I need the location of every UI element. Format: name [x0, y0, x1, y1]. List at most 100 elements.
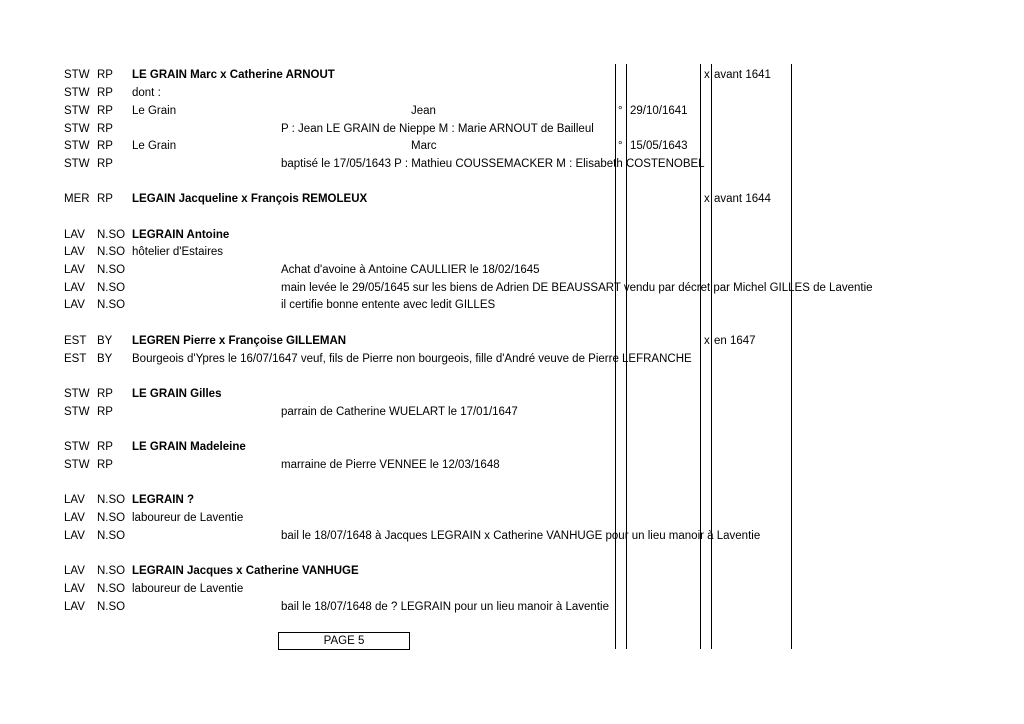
record-name: laboureur de Laventie: [132, 583, 244, 595]
birth-symbol: °: [618, 105, 623, 117]
given-name: Marc: [411, 140, 437, 152]
source-code: BY: [97, 353, 113, 365]
record-name: LE GRAIN Marc x Catherine ARNOUT: [132, 69, 335, 81]
place-code: LAV: [64, 512, 85, 524]
place-code: EST: [64, 335, 87, 347]
record-row: STW RP P : Jean LE GRAIN de Nieppe M : Mar…: [0, 120, 1024, 138]
place-code: STW: [64, 140, 90, 152]
record-row: LAV N.SO LEGRAIN Jacques x Catherine VANHU…: [0, 562, 1024, 580]
birth-symbol: °: [618, 140, 623, 152]
record-date: 29/10/1641: [630, 105, 688, 117]
place-code: STW: [64, 105, 90, 117]
given-name: Jean: [411, 105, 436, 117]
record-name: Le Grain: [132, 140, 177, 152]
source-code: N.SO: [97, 530, 126, 542]
source-code: RP: [97, 459, 113, 471]
place-code: STW: [64, 158, 90, 170]
source-code: N.SO: [97, 229, 126, 241]
source-code: RP: [97, 441, 113, 453]
record-row: LAV N.SO hôtelier d'Estaires: [0, 243, 1024, 261]
source-code: RP: [97, 105, 113, 117]
marriage-mark: x: [704, 335, 710, 347]
place-code: STW: [64, 69, 90, 81]
place-code: STW: [64, 123, 90, 135]
source-code: N.SO: [97, 299, 126, 311]
record-note: Achat d'avoine à Antoine CAULLIER le 18/…: [281, 264, 540, 276]
column-rule: [791, 64, 792, 649]
record-name: Le Grain: [132, 105, 177, 117]
source-code: RP: [97, 158, 113, 170]
record-note: parrain de Catherine WUELART le 17/01/16…: [281, 406, 518, 418]
record-name: Bourgeois d'Ypres le 16/07/1647 veuf, fi…: [132, 353, 692, 365]
place-code: LAV: [64, 530, 85, 542]
record-name: LEGRAIN Jacques x Catherine VANHUGE: [132, 565, 359, 577]
marriage-date: en 1647: [714, 335, 756, 347]
marriage-date: avant 1641: [714, 69, 771, 81]
record-row: STW RP Le Grain Jean ° 29/10/1641: [0, 102, 1024, 120]
record-note: P : Jean LE GRAIN de Nieppe M : Marie AR…: [281, 123, 594, 135]
column-rule: [626, 64, 627, 649]
record-row: STW RP LE GRAIN Madeleine: [0, 438, 1024, 456]
record-row: EST BY Bourgeois d'Ypres le 16/07/1647 veu…: [0, 350, 1024, 368]
source-code: N.SO: [97, 583, 126, 595]
place-code: STW: [64, 388, 90, 400]
record-name: LEGREN Pierre x Françoise GILLEMAN: [132, 335, 347, 347]
place-code: LAV: [64, 583, 85, 595]
record-date: 15/05/1643: [630, 140, 688, 152]
record-note: il certifie bonne entente avec ledit GIL…: [281, 299, 496, 311]
source-code: RP: [97, 193, 113, 205]
record-row: LAV N.SO laboureur de Laventie: [0, 580, 1024, 598]
marriage-date: avant 1644: [714, 193, 771, 205]
record-note: main levée le 29/05/1645 sur les biens d…: [281, 282, 873, 294]
place-code: LAV: [64, 494, 85, 506]
record-note: marraine de Pierre VENNEE le 12/03/1648: [281, 459, 500, 471]
record-row: STW RP Le Grain Marc ° 15/05/1643: [0, 137, 1024, 155]
marriage-mark: x: [704, 193, 710, 205]
source-code: RP: [97, 140, 113, 152]
source-code: RP: [97, 123, 113, 135]
record-name: LE GRAIN Madeleine: [132, 441, 246, 453]
record-name: LEGRAIN ?: [132, 494, 194, 506]
source-code: N.SO: [97, 565, 126, 577]
record-name: laboureur de Laventie: [132, 512, 244, 524]
record-name: LE GRAIN Gilles: [132, 388, 222, 400]
record-row: LAV N.SO laboureur de Laventie: [0, 509, 1024, 527]
source-code: RP: [97, 69, 113, 81]
place-code: LAV: [64, 264, 85, 276]
source-code: N.SO: [97, 246, 126, 258]
source-code: N.SO: [97, 512, 126, 524]
place-code: LAV: [64, 246, 85, 258]
record-note: bail le 18/07/1648 de ? LEGRAIN pour un …: [281, 601, 609, 613]
place-code: LAV: [64, 282, 85, 294]
place-code: MER: [64, 193, 90, 205]
place-code: STW: [64, 87, 90, 99]
record-name: LEGRAIN Antoine: [132, 229, 230, 241]
record-name: hôtelier d'Estaires: [132, 246, 224, 258]
record-row: STW RP LE GRAIN Gilles: [0, 385, 1024, 403]
page-number-box: PAGE 5: [278, 632, 410, 650]
place-code: EST: [64, 353, 87, 365]
source-code: RP: [97, 388, 113, 400]
record-note: bail le 18/07/1648 à Jacques LEGRAIN x C…: [281, 530, 761, 542]
place-code: STW: [64, 441, 90, 453]
source-code: RP: [97, 87, 113, 99]
place-code: STW: [64, 406, 90, 418]
record-row: LAV N.SO bail le 18/07/1648 à Jacques LEGR…: [0, 527, 1024, 545]
column-rule: [700, 64, 701, 649]
place-code: LAV: [64, 565, 85, 577]
place-code: LAV: [64, 601, 85, 613]
marriage-mark: x: [704, 69, 710, 81]
